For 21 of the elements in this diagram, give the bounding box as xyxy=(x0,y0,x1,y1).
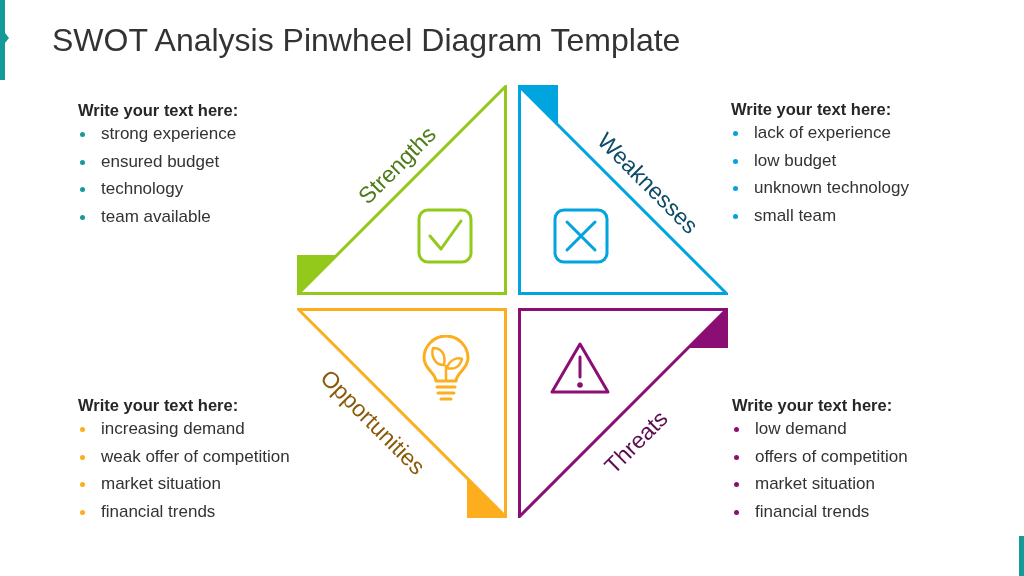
list-item: market situation xyxy=(101,473,221,495)
list-item: offers of competition xyxy=(755,445,908,468)
list-item: team available xyxy=(101,205,211,228)
list-item: weak offer of competition xyxy=(101,445,290,468)
list-heading: Write your text here: xyxy=(78,100,239,121)
list-item: market situation xyxy=(755,473,875,495)
list-item: ensured budget xyxy=(101,150,220,173)
list-item: increasing demand xyxy=(101,418,245,440)
slide-title: SWOT Analysis Pinwheel Diagram Template xyxy=(52,21,681,60)
list-item: low demand xyxy=(755,418,847,440)
list-heading: Write your text here: xyxy=(732,395,893,416)
list-heading: Write your text here: xyxy=(731,99,892,120)
list-heading: Write your text here: xyxy=(78,395,239,416)
list-item: lack of experience xyxy=(754,122,892,144)
list-item: financial trends xyxy=(755,500,870,523)
list-item: financial trends xyxy=(101,500,216,523)
list-item: strong experience xyxy=(101,123,237,145)
list-item: technology xyxy=(101,178,184,200)
list-item: small team xyxy=(754,204,837,227)
list-item: unknown technology xyxy=(754,177,909,199)
list-item: low budget xyxy=(754,149,837,172)
